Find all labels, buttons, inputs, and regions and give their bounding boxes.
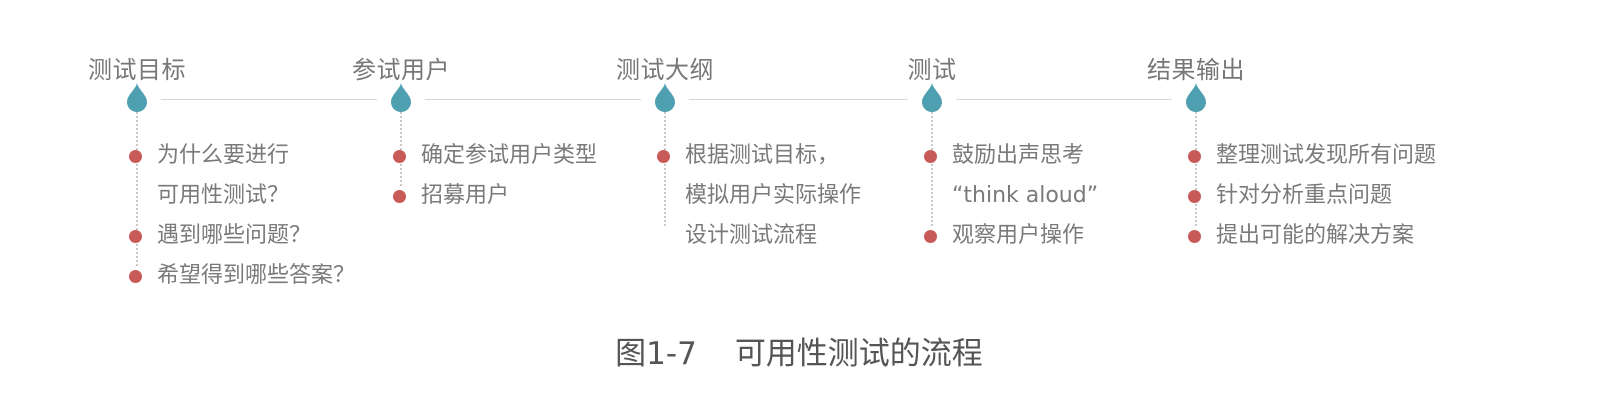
- step-title: 测试大纲: [616, 56, 714, 84]
- timeline-connector: [425, 99, 641, 100]
- timeline-connector: [956, 99, 1172, 100]
- dot-bullet-icon: [1187, 230, 1201, 243]
- timeline-dotted-line: [400, 112, 402, 186]
- list-item-text: 整理测试发现所有问题: [1216, 143, 1437, 168]
- timeline-dotted-line: [664, 112, 666, 226]
- list-item-text: 招募用户: [421, 183, 510, 208]
- water-drop-icon: [127, 83, 147, 112]
- list-item-text: 确定参试用户类型: [421, 143, 598, 168]
- dot-bullet-icon: [923, 230, 937, 243]
- list-item-text: 可用性测试？: [157, 183, 290, 208]
- step-title: 测试: [907, 56, 957, 84]
- list-item-text: 提出可能的解决方案: [1216, 223, 1415, 248]
- dot-bullet-icon: [1187, 190, 1201, 203]
- list-item-text: 希望得到哪些答案？: [157, 263, 356, 288]
- list-item-text: 观察用户操作: [952, 223, 1085, 248]
- dot-bullet-icon: [656, 150, 670, 163]
- list-item-text: 模拟用户实际操作: [685, 183, 862, 208]
- list-item-text: 鼓励出声思考: [952, 143, 1085, 168]
- timeline-connector: [689, 99, 908, 100]
- list-item-text: 遇到哪些问题？: [157, 223, 312, 248]
- water-drop-icon: [655, 83, 675, 112]
- dot-bullet-icon: [392, 190, 406, 203]
- dot-bullet-icon: [128, 270, 142, 283]
- dot-bullet-icon: [1187, 150, 1201, 163]
- figure-number: 图1-7: [615, 336, 697, 372]
- timeline-dotted-line: [136, 112, 138, 266]
- timeline-connector: [161, 99, 377, 100]
- dot-bullet-icon: [392, 150, 406, 163]
- dot-bullet-icon: [923, 150, 937, 163]
- list-item-text: “think aloud”: [952, 183, 1099, 208]
- water-drop-icon: [1186, 83, 1206, 112]
- dot-bullet-icon: [128, 150, 142, 163]
- timeline-dotted-line: [931, 112, 933, 226]
- timeline-dotted-line: [1195, 112, 1197, 226]
- step-title: 参试用户: [352, 56, 450, 84]
- list-item-text: 设计测试流程: [685, 223, 818, 248]
- list-item-text: 针对分析重点问题: [1216, 183, 1393, 208]
- list-item-text: 为什么要进行: [157, 143, 290, 168]
- water-drop-icon: [922, 83, 942, 112]
- step-title: 结果输出: [1147, 56, 1245, 84]
- figure-caption: 图1-7 可用性测试的流程: [0, 328, 1598, 373]
- water-drop-icon: [391, 83, 411, 112]
- list-item-text: 根据测试目标，: [685, 143, 840, 168]
- figure-title: 可用性测试的流程: [734, 336, 983, 372]
- dot-bullet-icon: [128, 230, 142, 243]
- step-title: 测试目标: [88, 56, 186, 84]
